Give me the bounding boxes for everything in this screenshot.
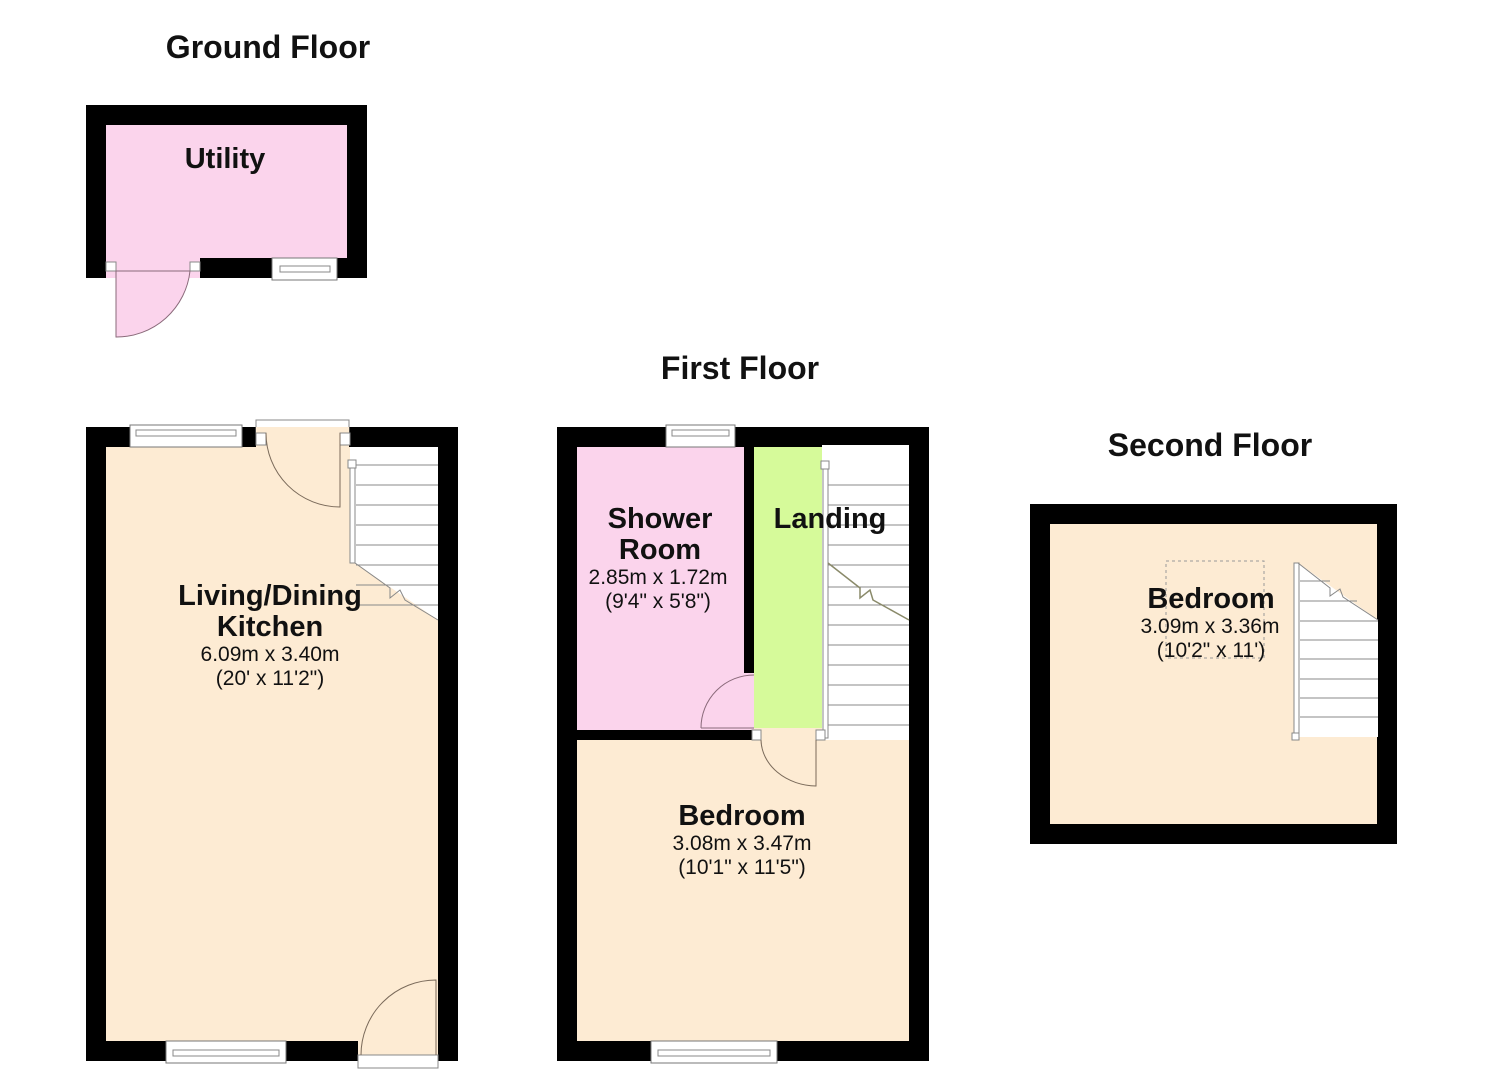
- door-jamb: [105, 261, 117, 272]
- first-bedroom-floor: [577, 740, 909, 1041]
- shower-room-label-line1: Shower: [608, 503, 713, 535]
- first-floor-plan: Shower Room 2.85m x 1.72m (9'4" x 5'8") …: [557, 424, 929, 1064]
- second-floor-title: Second Floor: [1108, 427, 1312, 463]
- door-swing-icon: [760, 739, 817, 787]
- shower-room-dims-imperial: (9'4" x 5'8"): [605, 590, 711, 613]
- living-dims-imperial: (20' x 11'2"): [216, 667, 324, 690]
- landing-floor: [754, 447, 822, 730]
- window-pane: [657, 1049, 771, 1057]
- first-bedroom-dims-imperial: (10'1" x 11'5"): [678, 856, 806, 879]
- window-pane: [135, 429, 237, 437]
- door-jamb: [189, 261, 201, 272]
- door-jamb: [339, 432, 351, 446]
- door-opening: [256, 427, 349, 447]
- utility-label: Utility: [185, 143, 266, 175]
- shower-room-dims-metric: 2.85m x 1.72m: [589, 566, 728, 589]
- stairs-icon: [1291, 562, 1379, 741]
- second-bedroom-dims-imperial: (10'2" x 11'): [1157, 639, 1265, 662]
- door-jamb: [751, 729, 762, 741]
- door-swing-icon: [265, 432, 341, 508]
- stairs-icon: [347, 459, 439, 621]
- utility-floor: [106, 125, 347, 258]
- stairs-icon: [820, 460, 910, 739]
- first-bedroom-dims-metric: 3.08m x 3.47m: [673, 832, 812, 855]
- utility-room: Utility: [86, 105, 367, 338]
- living-label-line2: Kitchen: [217, 611, 323, 643]
- first-floor-title: First Floor: [661, 350, 819, 386]
- shower-door-opening: [744, 673, 754, 730]
- landing-label: Landing: [774, 503, 887, 535]
- door-swing-icon: [360, 979, 437, 1056]
- window-icon: [271, 257, 338, 281]
- shower-room-label-line2: Room: [619, 534, 701, 566]
- stairs-area: [350, 447, 438, 620]
- door-jamb: [815, 729, 826, 741]
- first-bedroom-label: Bedroom: [678, 800, 805, 832]
- living-dims-metric: 6.09m x 3.40m: [201, 643, 340, 666]
- second-bedroom-label: Bedroom: [1147, 583, 1274, 615]
- window-icon: [650, 1040, 778, 1064]
- ground-floor-title: Ground Floor: [166, 29, 370, 65]
- window-pane: [172, 1049, 280, 1057]
- window-pane: [671, 429, 730, 437]
- living-dining-kitchen: Living/Dining Kitchen 6.09m x 3.40m (20'…: [86, 419, 458, 1069]
- door-jamb: [255, 432, 267, 446]
- shower-room-floor: [577, 447, 744, 730]
- bedroom-door-opening: [754, 728, 822, 742]
- living-label-line1: Living/Dining: [178, 580, 362, 612]
- first-stairs-area: [822, 445, 909, 740]
- door-frame: [357, 1054, 439, 1069]
- second-floor-plan: Bedroom 3.09m x 3.36m (10'2" x 11'): [1030, 504, 1397, 844]
- window-pane: [279, 265, 331, 273]
- skylight-icon: [1165, 560, 1265, 659]
- door-swing-icon: [115, 270, 191, 338]
- door-swing-icon: [700, 674, 755, 729]
- window-icon: [165, 1040, 287, 1064]
- second-bedroom-dims-metric: 3.09m x 3.36m: [1141, 615, 1280, 638]
